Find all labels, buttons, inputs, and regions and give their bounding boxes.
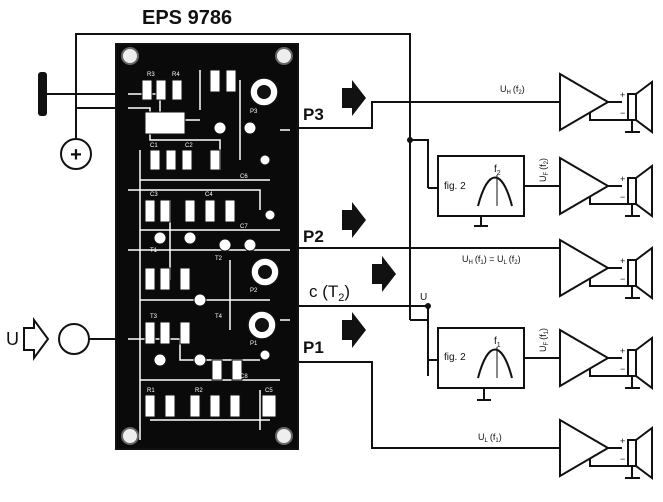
filter-f1: fig. 2 f1 [428,327,560,401]
svg-text:T3: T3 [150,314,158,320]
output-p3: P3 [303,80,366,124]
svg-text:f1: f1 [494,336,501,349]
output-p1: P1 [303,312,366,357]
svg-text:P3: P3 [303,105,324,124]
svg-text:C8: C8 [240,374,248,380]
p1-wire [298,361,560,449]
svg-text:f2: f2 [494,164,501,177]
bandpass-curve-icon [477,348,513,379]
svg-text:C2: C2 [185,143,193,149]
svg-text:C6: C6 [240,174,248,180]
board-title: EPS 9786 [142,7,232,29]
output-p2: P2 [303,202,366,246]
input-connector-icon [58,323,90,355]
ground-bar-icon [38,72,47,116]
u-junction-label: U [420,292,427,303]
svg-text:C5: C5 [265,388,273,394]
svg-text:IC1: IC1 [158,122,168,128]
svg-text:P1: P1 [303,338,324,357]
svg-text:c (T2): c (T2) [309,282,350,304]
amp-uf-f1: +− [559,328,653,390]
label-uf-f1: UF(f1) [538,328,550,352]
svg-text:R1: R1 [147,388,155,394]
amp-uf-f2: +− [559,156,653,218]
svg-text:P2: P2 [250,288,258,294]
polarity-minus: − [620,454,625,464]
amp-uh-f2: +− [559,72,653,134]
polarity-plus: + [620,436,625,446]
svg-text:R2: R2 [195,388,203,394]
trimpot-p2 [250,257,280,287]
svg-text:P2: P2 [303,227,324,246]
amp-ul-f1: +− [559,418,653,480]
svg-text:T1: T1 [150,248,158,254]
filter-feed-bus [410,139,429,188]
u-junction [425,303,431,309]
svg-text:+: + [70,144,82,166]
amplifier-icon [559,156,610,216]
filter-feed-lower [410,319,429,340]
polarity-plus: + [620,90,625,100]
loudspeaker-icon [625,336,653,390]
p3-arrow-icon [342,80,366,116]
top-supply-wire [75,33,411,320]
loudspeaker-icon [625,164,653,218]
output-c-t2: c (T2) [309,256,396,304]
loudspeaker-icon [625,426,653,480]
amp-uh-f1: +− [559,238,653,300]
svg-text:R4: R4 [172,72,180,78]
polarity-minus: − [620,274,625,284]
c-t2-arrow-icon [372,256,396,292]
svg-text:C3: C3 [150,192,158,198]
polarity-plus: + [620,174,625,184]
svg-text:P1: P1 [250,341,258,347]
svg-text:T2: T2 [215,256,223,262]
svg-text:fig. 2: fig. 2 [444,181,466,192]
loudspeaker-icon [625,246,653,300]
p3-wire [298,101,560,129]
loudspeaker-icon [625,80,653,134]
amplifier-icon [559,418,610,478]
polarity-plus: + [620,346,625,356]
input-label: U [6,329,19,349]
label-ul-f1: UL(f1) [478,432,502,444]
amplifier-icon [559,238,610,298]
svg-text:C1: C1 [150,143,158,149]
polarity-minus: − [620,108,625,118]
svg-text:C7: C7 [240,224,248,230]
label-uf-f2: UF(f2) [538,158,550,182]
p1-arrow-icon [342,312,366,348]
polarity-plus: + [620,256,625,266]
trimpot-p1 [247,310,277,340]
input-arrow-icon [23,316,50,362]
trimpot-p3 [249,77,279,107]
pcb-board: R3 R4 C1 C2 C3 C4 T1 T2 T3 T4 P1 P2 P3 I… [115,43,299,450]
pcb-component-labels: R3 R4 C1 C2 C3 C4 T1 T2 T3 T4 P1 P2 P3 I… [147,72,273,394]
amplifier-icon [559,72,610,132]
svg-text:T4: T4 [215,314,223,320]
svg-text:C4: C4 [205,192,213,198]
bandpass-curve-icon [477,176,513,207]
svg-text:R3: R3 [147,72,155,78]
p2-arrow-icon [342,202,366,238]
amplifier-icon [559,328,610,388]
svg-text:fig. 2: fig. 2 [444,352,466,363]
label-uh-f1-ul-f2: UH(f1) = UL(f2) [462,254,521,266]
filter-f2: fig. 2 f2 [428,155,560,227]
label-uh-f2: UH(f2) [500,84,525,96]
polarity-minus: − [620,364,625,374]
svg-text:P3: P3 [250,109,258,115]
polarity-minus: − [620,192,625,202]
plus-terminal-icon: + [60,120,92,170]
